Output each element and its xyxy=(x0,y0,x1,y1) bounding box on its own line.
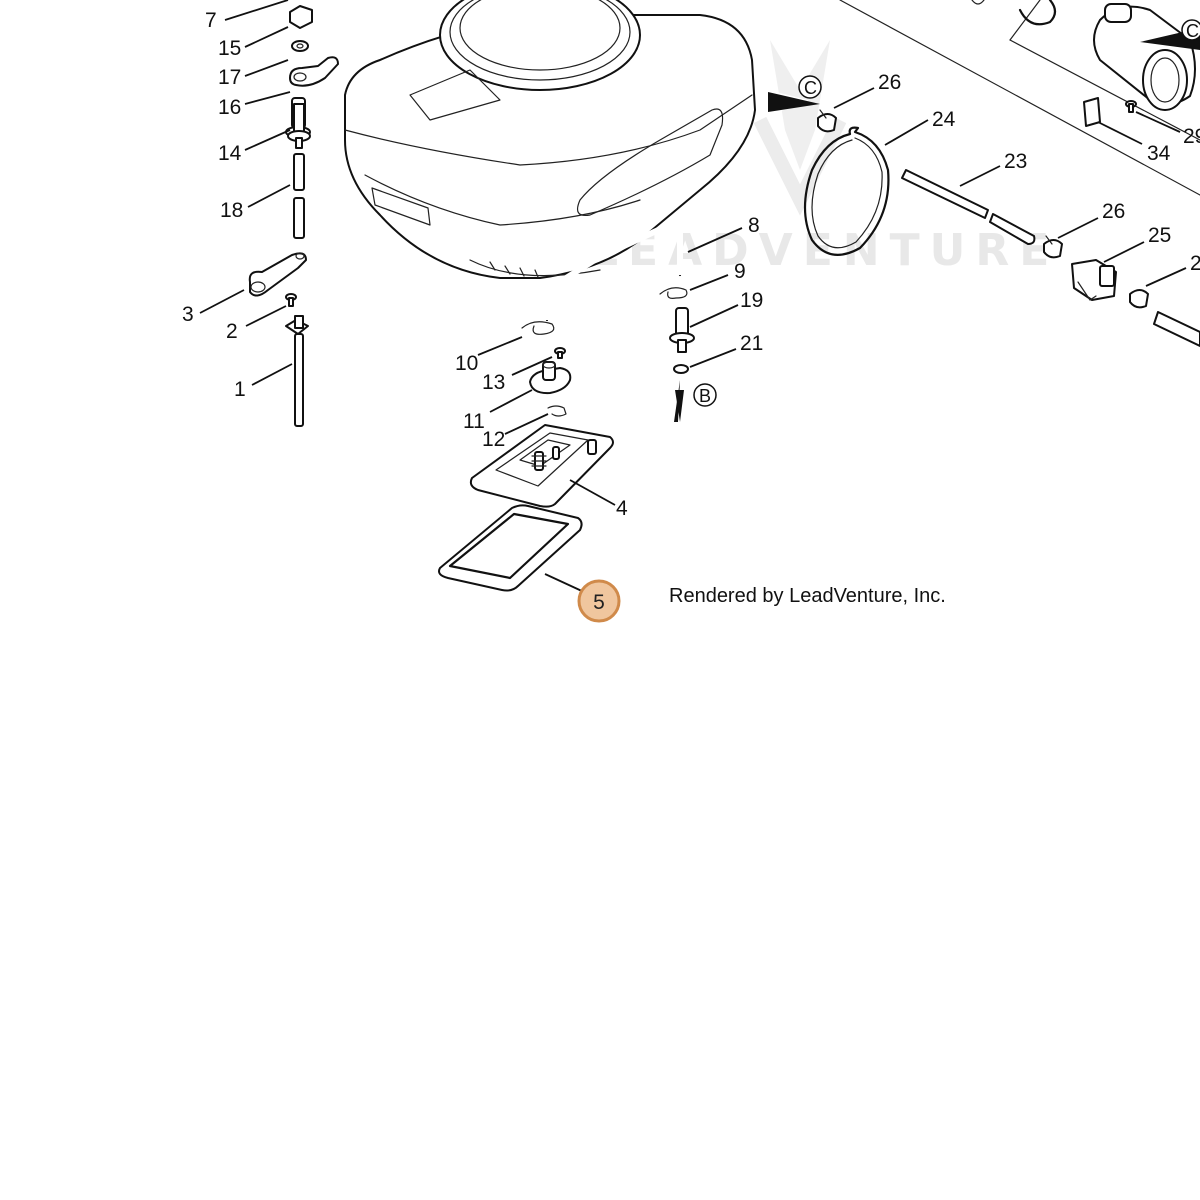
part-13-screw: 13 xyxy=(482,347,566,394)
callout-34: 34 xyxy=(1147,142,1171,165)
right-hose-stub xyxy=(1153,311,1200,347)
callout-2: 2 xyxy=(226,320,238,343)
watermark-text: LEADVENTURE xyxy=(590,225,1059,276)
part-21-o-ring: 21 xyxy=(673,332,763,374)
part-23-hose: 23 xyxy=(901,150,1036,245)
callout-5: 5 xyxy=(593,591,605,614)
part-9-clip: 9 xyxy=(659,260,746,299)
part-25-valve: 25 xyxy=(1071,224,1171,301)
callout-3: 3 xyxy=(182,303,194,326)
callout-2-right: 2 xyxy=(1190,252,1200,275)
callout-12: 12 xyxy=(482,428,505,451)
callout-14: 14 xyxy=(218,142,242,165)
part-17-arm: 17 xyxy=(218,56,339,89)
ref-letter-c-right: C xyxy=(1186,21,1199,41)
detail-inset: C 29 34 xyxy=(839,0,1200,196)
callout-10: 10 xyxy=(455,352,478,375)
part-4-sender-plate: 4 xyxy=(469,424,628,520)
part-18-tube: 18 xyxy=(220,153,305,239)
callout-15: 15 xyxy=(218,37,241,60)
callout-8: 8 xyxy=(748,214,760,237)
part-12-clip: 12 xyxy=(482,405,567,451)
part-19-fitting: 19 xyxy=(669,289,763,353)
part-1-pickup-tube: 1 xyxy=(234,315,309,427)
callout-16: 16 xyxy=(218,96,241,119)
callout-7: 7 xyxy=(205,9,217,32)
callout-24: 24 xyxy=(932,108,956,131)
part-26-clamp-upper: 26 xyxy=(817,71,901,133)
part-26-clamp-lower: 26 xyxy=(1043,200,1125,259)
callout-23: 23 xyxy=(1004,150,1027,173)
callout-29: 29 xyxy=(1183,125,1200,148)
callout-26-lower: 26 xyxy=(1102,200,1125,223)
part-5-gasket xyxy=(438,504,585,593)
fuel-tank xyxy=(344,0,756,279)
part-2-screw: 2 xyxy=(226,293,297,343)
callout-4: 4 xyxy=(616,497,628,520)
callout-1: 1 xyxy=(234,378,246,401)
callout-11: 11 xyxy=(463,410,485,433)
part-24-ring: 24 xyxy=(803,108,956,256)
callout-25: 25 xyxy=(1148,224,1171,247)
part-15-washer: 15 xyxy=(218,26,309,60)
rendered-by-credit: Rendered by LeadVenture, Inc. xyxy=(669,585,946,607)
callout-17: 17 xyxy=(218,66,241,89)
top-small-parts xyxy=(971,0,985,5)
part-8-hose: 8 xyxy=(544,214,760,322)
ref-letter-c-left: C xyxy=(804,78,817,98)
ref-arrow-b: B xyxy=(674,380,717,422)
part-7-nut: 7 xyxy=(205,0,313,32)
leadventure-watermark: LEADVENTURE xyxy=(590,40,1059,276)
callout-18: 18 xyxy=(220,199,243,222)
ref-letter-b: B xyxy=(699,386,711,406)
callout-13: 13 xyxy=(482,371,505,394)
callout-26-upper: 26 xyxy=(878,71,901,94)
ref-arrow-c-left: C xyxy=(768,75,822,114)
part-14-valve: 14 xyxy=(218,103,311,165)
part-2-right: 2 xyxy=(1129,252,1200,309)
callout-21: 21 xyxy=(740,332,763,355)
part-10-clip: 10 xyxy=(455,321,555,375)
highlighted-callout-5[interactable]: 5 xyxy=(577,579,621,623)
part-11-flange: 11 xyxy=(463,361,572,433)
callout-9: 9 xyxy=(734,260,746,283)
callout-19: 19 xyxy=(740,289,763,312)
part-3-arm: 3 xyxy=(182,252,307,326)
